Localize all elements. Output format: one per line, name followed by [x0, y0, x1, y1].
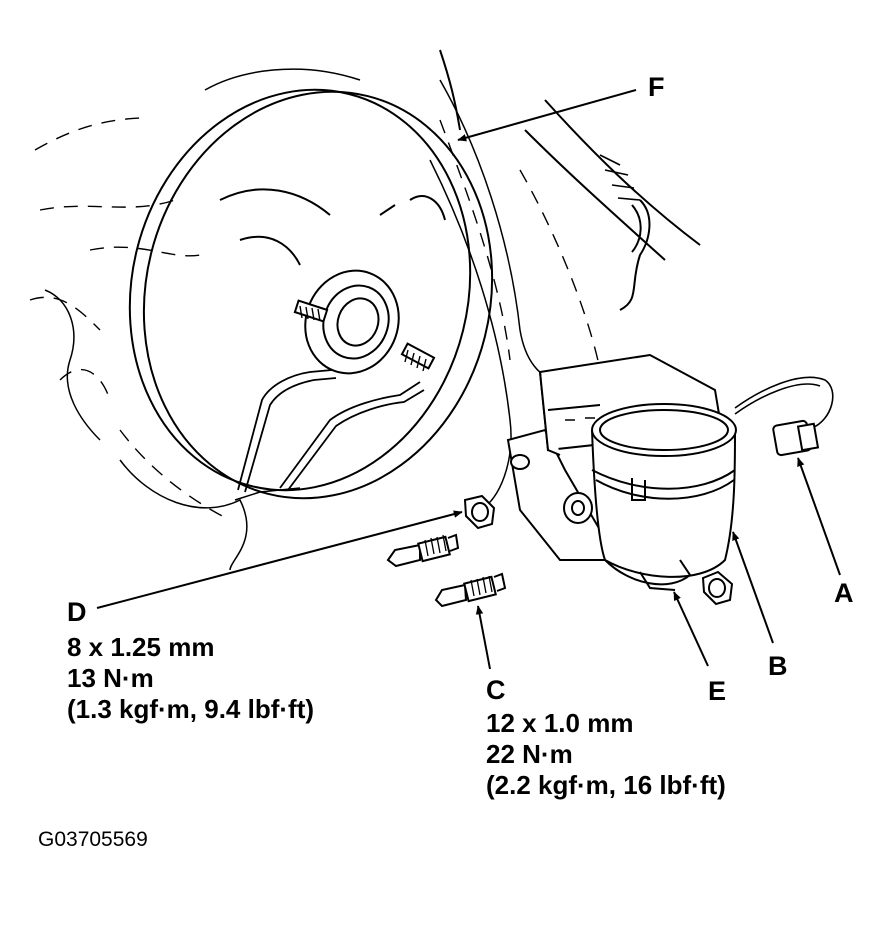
sensor-connector [772, 419, 820, 457]
spec-d-torque-alt: (1.3 kgf·m, 9.4 lbf·ft) [67, 694, 315, 724]
callout-a: A [834, 578, 854, 608]
spec-c-size: 12 x 1.0 mm [486, 708, 634, 738]
spec-d-torque: 13 N·m [67, 663, 154, 693]
spec-d-size: 8 x 1.25 mm [67, 632, 215, 662]
leader-c [475, 605, 491, 670]
spec-c-torque-alt: (2.2 kgf·m, 16 lbf·ft) [486, 770, 726, 800]
leader-b [732, 531, 774, 644]
callout-b: B [768, 651, 788, 681]
spec-block-d: 8 x 1.25 mm 13 N·m (1.3 kgf·m, 9.4 lbf·f… [67, 632, 314, 725]
mounting-nut-d [463, 494, 496, 530]
callout-c: C [486, 675, 506, 705]
figure-code: G03705569 [38, 828, 148, 851]
spec-c-torque: 22 N·m [486, 739, 573, 769]
callout-f: F [648, 72, 665, 102]
engine-bay-outline [44, 68, 561, 571]
spec-block-c: 12 x 1.0 mm 22 N·m (2.2 kgf·m, 16 lbf·ft… [486, 708, 726, 801]
leader-e [673, 591, 709, 667]
brake-lines [237, 369, 425, 493]
leader-a [797, 457, 841, 576]
engine-bay-background [29, 117, 601, 521]
callout-e: E [708, 676, 727, 706]
sensor-wire [734, 376, 834, 429]
leader-lines [96, 89, 841, 670]
wiring-harness [439, 49, 701, 311]
leader-d [96, 510, 463, 609]
brake-booster [128, 88, 494, 500]
mounting-studs [293, 299, 436, 372]
flare-nut-lower [434, 572, 507, 608]
callout-d: D [67, 597, 87, 627]
leader-f [457, 89, 637, 142]
master-cylinder [506, 353, 737, 591]
booster-seal [304, 269, 400, 375]
flare-nut-upper [386, 533, 460, 568]
mounting-nut-e [701, 570, 734, 606]
